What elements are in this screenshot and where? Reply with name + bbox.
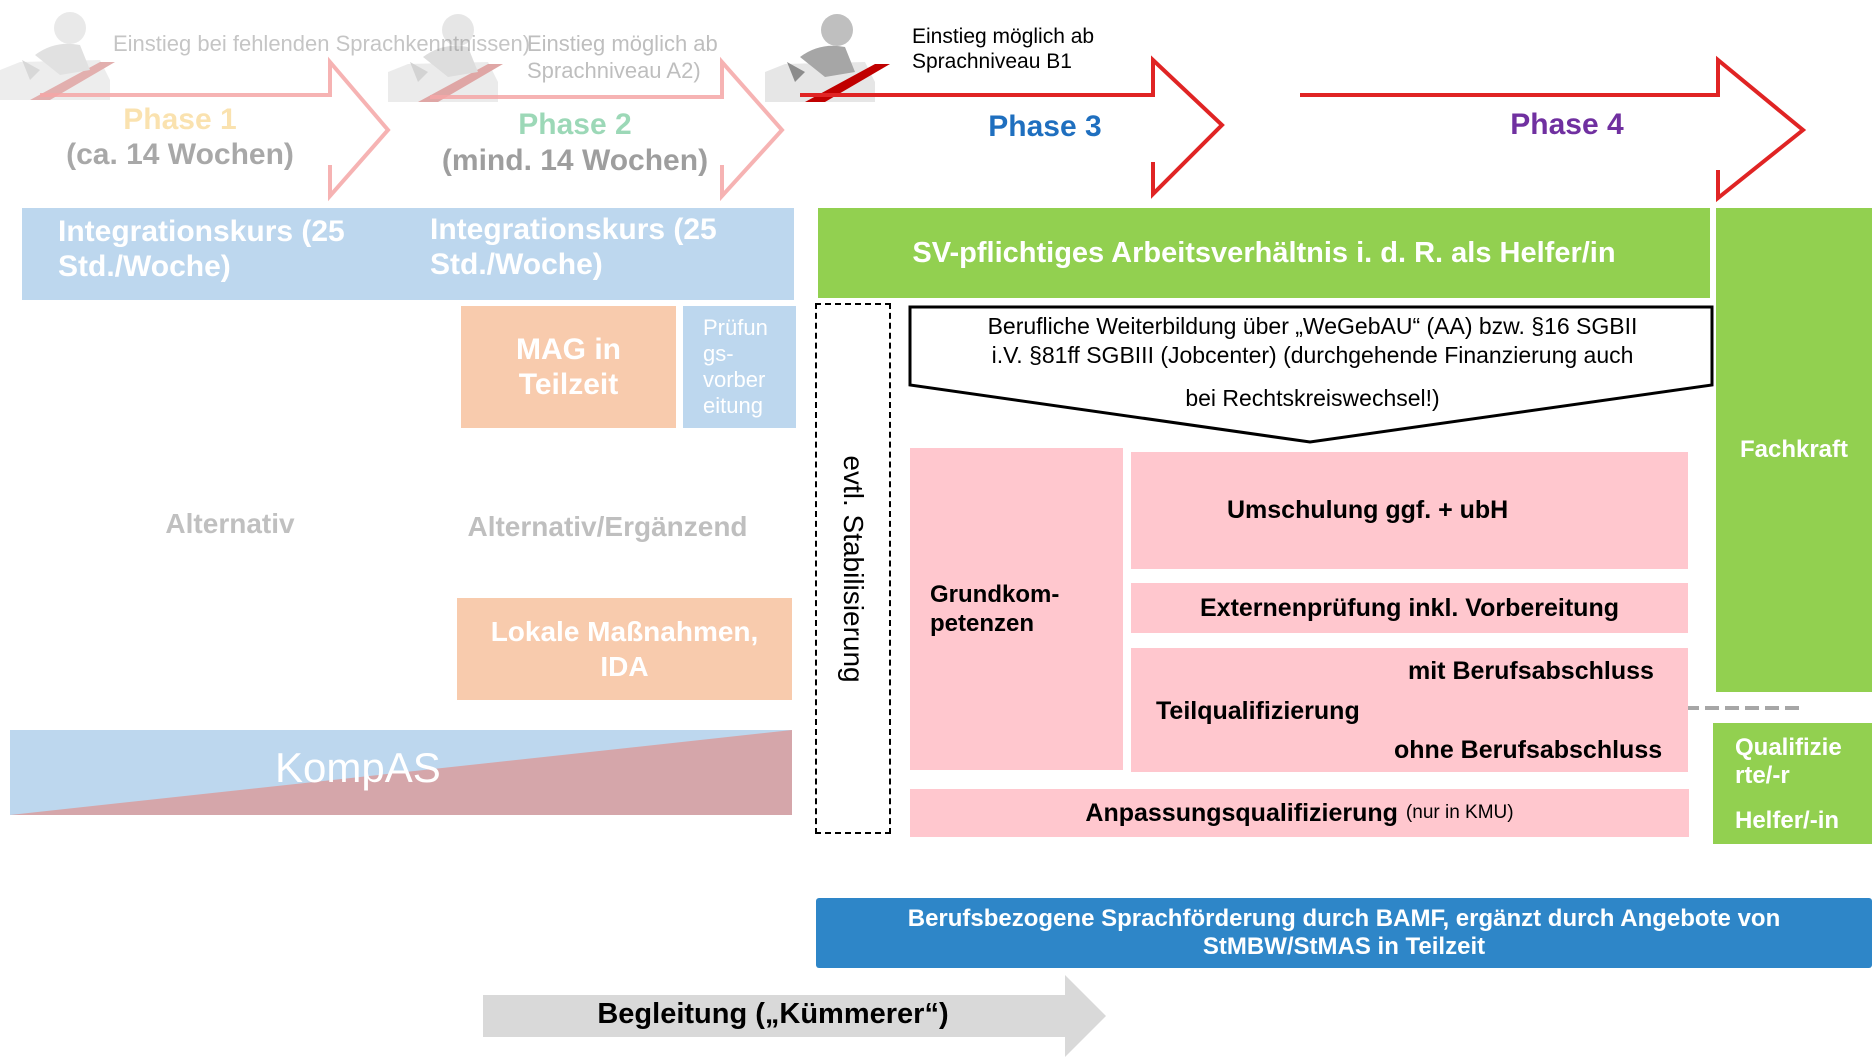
umschulung-box: Umschulung ggf. + ubH — [1131, 452, 1688, 569]
teilqualifizierung-box — [1131, 648, 1688, 772]
grundkompetenzen-label: Grundkom-petenzen — [930, 581, 1060, 637]
weiterbildung-funnel — [908, 305, 1714, 444]
ohne-abschluss-label: ohne Berufsabschluss — [1394, 736, 1663, 764]
runner-icon — [388, 14, 503, 102]
phase-1-title: Phase 1 — [123, 103, 237, 136]
phase-3-arrow — [800, 55, 1225, 199]
anpassung-label: Anpassungsqualifizierung — [1085, 798, 1398, 827]
mit-abschluss-label: mit Berufsabschluss — [1408, 657, 1654, 685]
phase-2-title: Phase 2 — [518, 108, 632, 141]
begleitung-arrow — [483, 975, 1106, 1057]
weiterbildung-line1: Berufliche Weiterbildung über „WeGebAU“ … — [987, 313, 1638, 339]
kompas-label: KompAS — [275, 744, 441, 791]
phase-2-duration: (mind. 14 Wochen) — [441, 144, 709, 177]
helfer-label: Helfer/-in — [1735, 807, 1840, 834]
phase-1-entry: Einstieg bei fehlenden Sprachkenntnissen… — [113, 31, 531, 56]
anpassung-note: (nur in KMU) — [1405, 802, 1514, 823]
phase-4-title: Phase 4 — [1510, 108, 1624, 141]
begleitung-label: Begleitung („Kümmerer“) — [597, 998, 949, 1030]
qualifizierte-helfer-box: Qualifizie rte/-r Helfer/-in — [1713, 723, 1872, 844]
fachkraft-box: Fachkraft — [1716, 208, 1872, 692]
phase-2-entry: Einstieg möglich ab Sprachniveau A2) — [527, 31, 718, 83]
grundkompetenzen-box: Grundkom-petenzen — [910, 448, 1123, 770]
phase-4-arrow — [1300, 55, 1807, 203]
stabilisierung-box: evtl. Stabilisierung — [815, 303, 891, 834]
alternativ-label: Alternativ — [165, 508, 295, 539]
phase-3-entry: Einstieg möglich ab Sprachniveau B1 — [912, 25, 1095, 73]
phase-1-arrow — [40, 56, 391, 202]
externen-box: Externenprüfung inkl. Vorbereitung — [1131, 583, 1688, 633]
sv-pflichtig-box: SV-pflichtiges Arbeitsverhältnis i. d. R… — [818, 208, 1710, 298]
stabilisierung-label: evtl. Stabilisierung — [838, 454, 869, 683]
integration-1-label: Integrationskurs (25 Std./Woche) — [58, 215, 345, 283]
weiterbildung-line3: bei Rechtskreiswechsel!) — [1185, 385, 1440, 411]
phase-2-arrow — [430, 56, 785, 202]
weiterbildung-text: Berufliche Weiterbildung über „WeGebAU“ … — [920, 312, 1705, 413]
phase-3-title: Phase 3 — [988, 110, 1102, 143]
runner-icon — [0, 12, 115, 100]
lokale-box: Lokale Maßnahmen, IDA — [457, 598, 792, 700]
pruefung-box: Prüfun gs-vorber eitung — [683, 306, 796, 428]
phase-1-duration: (ca. 14 Wochen) — [66, 138, 294, 171]
mag-box: MAG in Teilzeit — [461, 306, 676, 428]
alternativ-ergaenzend-label: Alternativ/Ergänzend — [467, 511, 748, 542]
anpassung-box: Anpassungsqualifizierung (nur in KMU) — [910, 789, 1689, 837]
runner-icon — [765, 14, 890, 102]
sprachfoerderung-box: Berufsbezogene Sprachförderung durch BAM… — [816, 898, 1872, 968]
integration-2-label: Integrationskurs (25 Std./Woche) — [430, 213, 717, 281]
kompas-bar — [10, 730, 792, 815]
integration-bar — [22, 208, 794, 300]
qualifizierte-label: Qualifizie rte/-r — [1735, 734, 1842, 789]
weiterbildung-line2: i.V. §81ff SGBIII (Jobcenter) (durchgehe… — [991, 342, 1634, 368]
teilqualifizierung-label: Teilqualifizierung — [1156, 697, 1360, 725]
